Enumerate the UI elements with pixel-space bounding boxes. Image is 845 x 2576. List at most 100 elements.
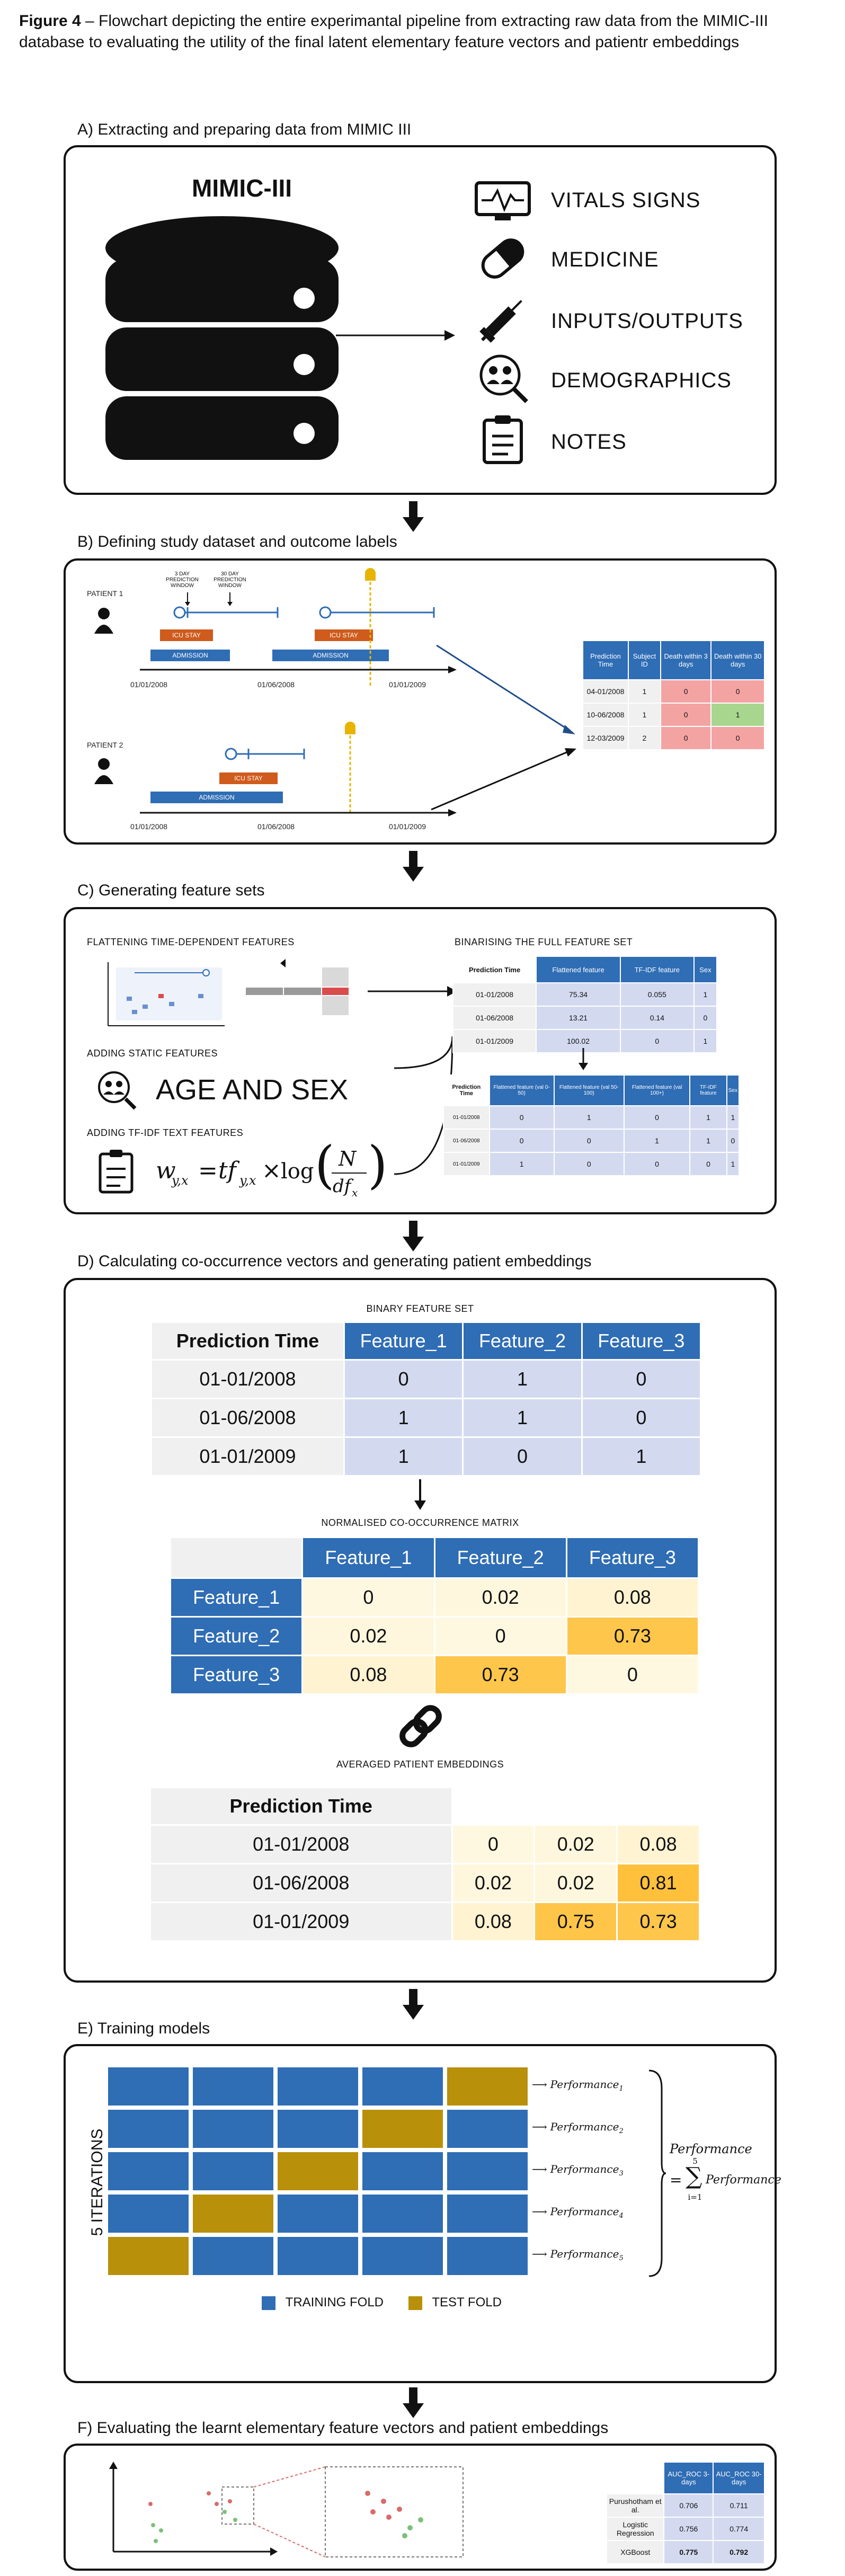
arrow-down-icon bbox=[403, 1989, 424, 2020]
table-cell: 0.706 bbox=[663, 2493, 714, 2518]
person-icon bbox=[94, 608, 113, 634]
people-search-icon bbox=[98, 1071, 137, 1110]
svg-text:df: df bbox=[333, 1176, 354, 1197]
clipboard-icon bbox=[483, 415, 523, 464]
table-header: Prediction Time bbox=[452, 956, 537, 983]
table-cell: 0 bbox=[451, 1824, 536, 1864]
table-cell: 0.73 bbox=[616, 1902, 700, 1942]
table-cell: Logistic Regression bbox=[606, 2517, 665, 2541]
table-cell: 01-01/2008 bbox=[150, 1359, 345, 1399]
svg-text:): ) bbox=[368, 1140, 387, 1195]
table-cell: 01-01/2009 bbox=[150, 1436, 345, 1477]
table-cell: 0.02 bbox=[433, 1577, 567, 1618]
section-d-title: D) Calculating co-occurrence vectors and… bbox=[77, 1253, 592, 1270]
table-cell: 0 bbox=[693, 1006, 718, 1030]
performance-word: Performance bbox=[550, 2120, 619, 2133]
category-medicine: MEDICINE bbox=[551, 248, 659, 271]
table-cell: 1 bbox=[726, 1105, 740, 1130]
table-cell: 01-01/2009 bbox=[149, 1902, 453, 1942]
training-fold-cell bbox=[362, 2195, 443, 2233]
table-cell: 0 bbox=[710, 726, 765, 750]
performance-subscript: 3 bbox=[619, 2170, 624, 2178]
table-header: TF-IDF feature bbox=[619, 956, 695, 983]
iterations-label: 5 ITERATIONS bbox=[88, 2128, 106, 2236]
table-row: 12-03/2009 2 0 0 bbox=[582, 726, 765, 750]
table-cell: 1 bbox=[689, 1129, 727, 1153]
admission-bar: ADMISSION bbox=[272, 650, 389, 661]
table-row: 04-01/2008 1 0 0 bbox=[582, 679, 765, 704]
training-fold-cell bbox=[278, 2237, 358, 2275]
table-cell: 01-01/2009 bbox=[452, 1029, 537, 1053]
window2-label: 30 DAY PREDICTION WINDOW bbox=[214, 571, 246, 589]
table-cell: 0 bbox=[553, 1152, 625, 1176]
pill-icon bbox=[481, 238, 524, 279]
table-cell: 0 bbox=[553, 1129, 625, 1153]
section-d-panel: BINARY FEATURE SET Prediction Time Featu… bbox=[64, 1278, 777, 1983]
training-fold-cell bbox=[193, 2237, 273, 2275]
monitor-icon bbox=[475, 181, 531, 220]
table-cell: 0 bbox=[488, 1105, 555, 1130]
legend-swatch-train bbox=[262, 2296, 275, 2310]
arrow-right-icon: ⟶ bbox=[532, 2248, 547, 2260]
table-cell: 0 bbox=[581, 1398, 702, 1438]
patient2-label: PATIENT 2 bbox=[87, 741, 123, 749]
table-cell: 1 bbox=[553, 1105, 625, 1130]
avg-title: AVERAGED PATIENT EMBEDDINGS bbox=[336, 1759, 504, 1770]
outcome-header: Death within 3 days bbox=[660, 640, 712, 680]
arrow-down-icon bbox=[403, 1221, 424, 1251]
icu-stay-bar: ICU STAY bbox=[315, 629, 373, 641]
outcome-header: Subject ID bbox=[627, 640, 661, 680]
table-cell: Feature_1 bbox=[169, 1577, 304, 1618]
training-fold-cell bbox=[108, 2152, 189, 2190]
table-cell: 1 bbox=[343, 1398, 464, 1438]
svg-text:N: N bbox=[338, 1147, 357, 1170]
table-cell: 2 bbox=[627, 726, 661, 750]
table-cell: 0.711 bbox=[713, 2493, 765, 2518]
table-header: Prediction Time bbox=[149, 1787, 453, 1826]
embedding-scatter bbox=[109, 2462, 464, 2557]
test-fold-cell bbox=[108, 2237, 189, 2275]
table-cell: 0 bbox=[623, 1105, 691, 1130]
table-header: AUC_ROC 3-days bbox=[663, 2462, 714, 2494]
table-cell: 0.792 bbox=[713, 2540, 765, 2564]
arrow-down-icon bbox=[403, 2387, 424, 2418]
binary-title: BINARY FEATURE SET bbox=[366, 1303, 474, 1314]
section-f-title: F) Evaluating the learnt elementary feat… bbox=[77, 2419, 609, 2437]
table-cell: 0.775 bbox=[663, 2540, 714, 2564]
performance-item: ⟶Performance3 bbox=[532, 2163, 624, 2178]
date-tick: 01/06/2008 bbox=[257, 822, 295, 831]
performance-subscript: 1 bbox=[619, 2085, 624, 2093]
performance-item: ⟶Performance2 bbox=[532, 2120, 624, 2135]
category-inputs-outputs: INPUTS/OUTPUTS bbox=[551, 309, 743, 333]
performance-subscript: 5 bbox=[619, 2254, 624, 2262]
database-icon bbox=[105, 216, 339, 460]
sigma-icon: ∑ bbox=[686, 2163, 702, 2190]
blank-header bbox=[616, 1787, 700, 1826]
table-cell: 1 bbox=[689, 1105, 727, 1130]
arrow-right-icon: ⟶ bbox=[532, 2163, 547, 2175]
window1-label: 3 DAY PREDICTION WINDOW bbox=[166, 571, 199, 589]
age-sex-text: AGE AND SEX bbox=[156, 1074, 349, 1106]
outcome-header: Prediction Time bbox=[582, 640, 629, 680]
table-header: Sex bbox=[726, 1074, 740, 1106]
merge-curves bbox=[394, 1036, 453, 1175]
table-cell: 1 bbox=[710, 703, 765, 727]
performance-subscript: 2 bbox=[619, 2127, 624, 2135]
table-cell: 0.08 bbox=[616, 1824, 700, 1864]
table-header: Feature_1 bbox=[343, 1321, 464, 1361]
category-notes: NOTES bbox=[551, 430, 627, 454]
training-fold-cell bbox=[362, 2067, 443, 2106]
section-a-panel: MIMIC-III VITALS SIGNS MEDICINE INPUTS/ bbox=[64, 145, 777, 495]
table-header: Feature_2 bbox=[462, 1321, 583, 1361]
svg-text:y,x: y,x bbox=[171, 1173, 189, 1188]
table-cell: 0.14 bbox=[619, 1006, 695, 1030]
